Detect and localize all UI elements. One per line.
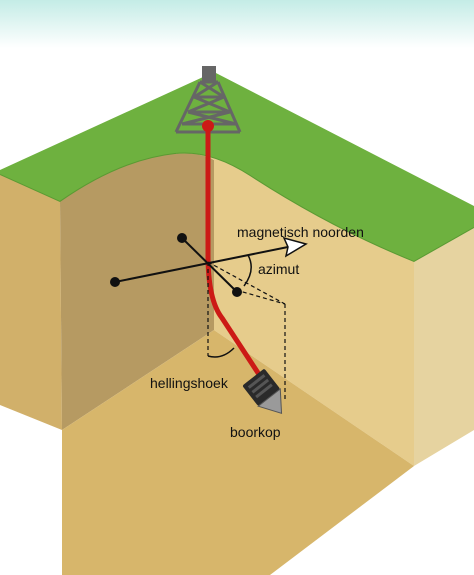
magnetic-north-label: magnetisch noorden xyxy=(237,224,364,240)
excavation-left-wall xyxy=(60,153,214,430)
borehole-path xyxy=(205,125,267,385)
axis-north-south xyxy=(181,237,238,293)
sky-band xyxy=(0,0,474,48)
excavation-floor xyxy=(62,330,414,575)
right-cut-face xyxy=(414,228,474,466)
axis-east-west xyxy=(114,246,289,283)
inclination-label: hellingshoek xyxy=(150,375,229,391)
north-arrow-head xyxy=(282,236,308,258)
axis-endpoint-south xyxy=(177,233,187,243)
ground-surface xyxy=(0,72,474,262)
azimuth-arc xyxy=(243,254,252,287)
azimuth-label: azimut xyxy=(258,261,299,277)
excavation-back-wall xyxy=(175,153,414,466)
inclination-arc xyxy=(207,347,235,358)
axis-endpoint-west xyxy=(110,277,120,287)
drill-bit-icon xyxy=(242,369,283,415)
axes xyxy=(114,237,289,293)
drill-head-label: boorkop xyxy=(230,424,281,440)
left-cut-face xyxy=(0,175,62,430)
axis-endpoint-north xyxy=(232,287,242,297)
